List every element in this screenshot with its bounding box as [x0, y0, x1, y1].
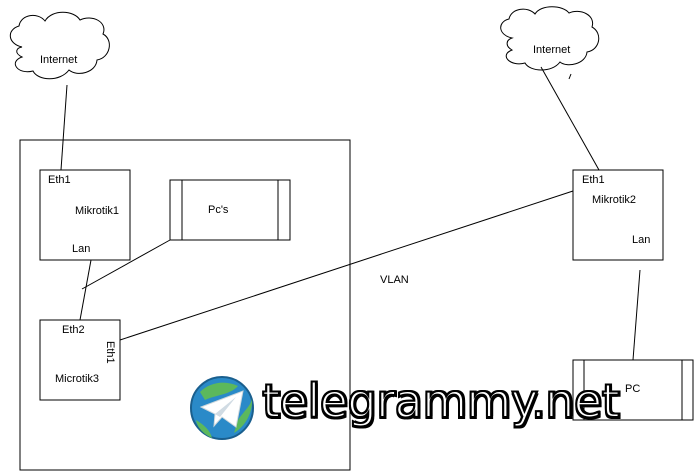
link-pcs-to-microtik3 [81, 239, 171, 290]
link-mikrotik2-to-pc [632, 269, 641, 361]
pcs-label: Pc's [208, 204, 229, 216]
microtik3-box [39, 319, 121, 401]
microtik3-port-eth1: Eth1 [104, 341, 116, 364]
mikrotik1-port-lan: Lan [72, 243, 91, 255]
microtik3-name: Microtik3 [55, 373, 100, 385]
link-internet-left-to-mikrotik1 [60, 84, 68, 171]
watermark-text: telegrammy.net [261, 374, 621, 428]
mikrotik1-box [39, 169, 131, 261]
link-vlan [119, 190, 574, 341]
internet-label-left: Internet [40, 54, 78, 66]
telegram-globe-logo [190, 376, 254, 440]
mikrotik1-name: Mikrotik1 [75, 205, 120, 217]
pc-label: PC [625, 383, 641, 395]
mikrotik2-box [572, 169, 664, 261]
mikrotik2-port-lan: Lan [632, 234, 651, 246]
internet-cloud-right [500, 6, 600, 71]
link-internet-right-to-mikrotik2 [540, 66, 600, 171]
vlan-label: VLAN [380, 274, 409, 286]
mikrotik2-port-eth1: Eth1 [582, 174, 605, 186]
pc-box [572, 359, 694, 421]
link-mikrotik1-to-microtik3 [79, 259, 92, 321]
tick-mark [568, 73, 572, 80]
internet-cloud-left [9, 11, 110, 80]
site-boundary-box [19, 139, 351, 471]
pcs-box [169, 179, 291, 241]
microtik3-port-eth2: Eth2 [62, 324, 85, 336]
mikrotik1-port-eth1: Eth1 [48, 174, 71, 186]
mikrotik2-name: Mikrotik2 [592, 194, 637, 206]
internet-label-right: Internet [533, 44, 571, 56]
